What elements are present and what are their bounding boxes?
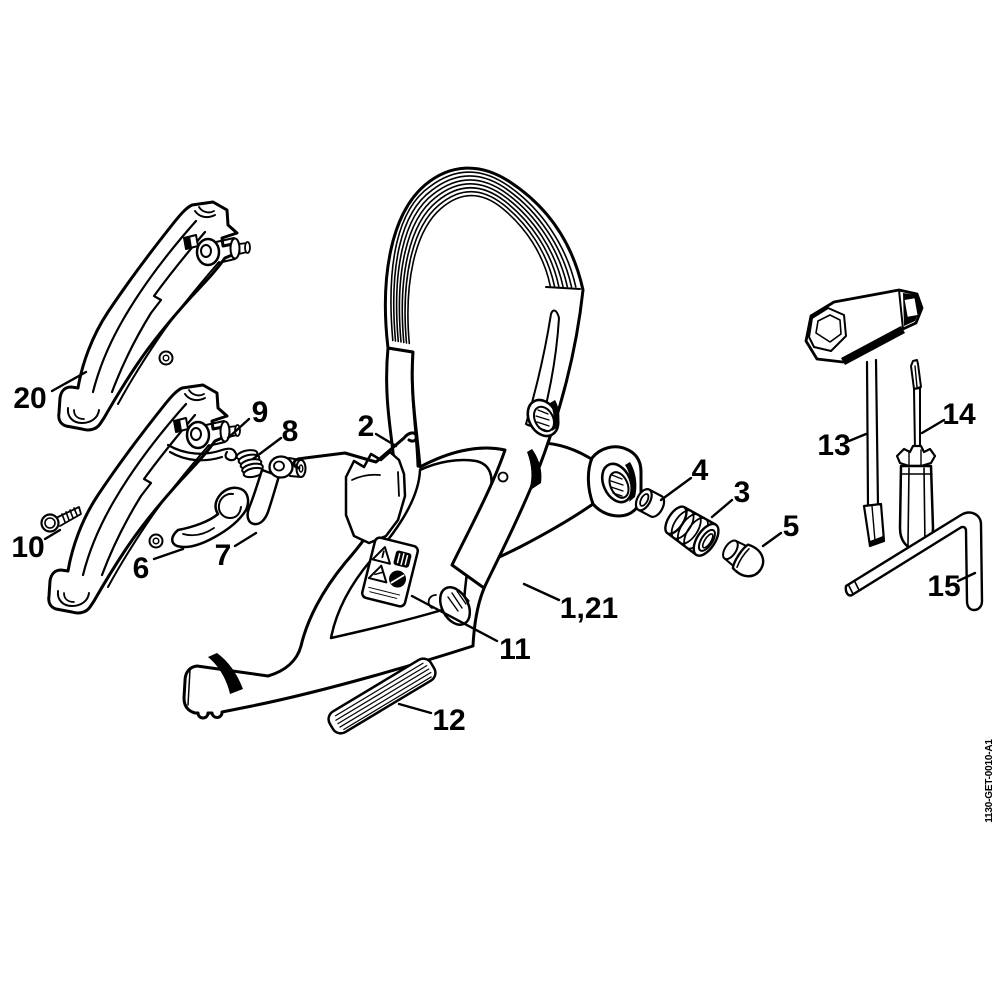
part-labels: 20 9 8 2 10 6 7 11 12 1,21 4 3 5 13 14 1…: [11, 382, 976, 737]
combination-wrench-icon: [804, 288, 924, 548]
label-10: 10: [11, 531, 44, 564]
label-5: 5: [783, 510, 800, 543]
label-15: 15: [927, 570, 960, 603]
screwdriver-icon: [895, 359, 937, 551]
label-8: 8: [282, 415, 299, 448]
label-14: 14: [942, 398, 976, 431]
grip-pad-icon: [327, 657, 437, 735]
label-4: 4: [692, 454, 709, 487]
label-9: 9: [252, 396, 269, 429]
label-12: 12: [432, 704, 465, 737]
label-20: 20: [13, 382, 46, 415]
hand-guard-lever-icon: [57, 200, 251, 432]
throttle-rod-icon: [292, 431, 418, 470]
label-7: 7: [215, 539, 232, 572]
leader-lines: [43, 370, 977, 715]
label-3: 3: [734, 476, 751, 509]
label-13: 13: [817, 429, 850, 462]
torx-key-icon: [844, 511, 984, 612]
bushing-icon: [634, 488, 666, 518]
document-code: 1130-GET-0010-A1: [984, 739, 995, 823]
grip-ribs-icon: [390, 171, 577, 345]
screw-icon: [40, 506, 82, 533]
throttle-trigger-icon: [171, 486, 250, 549]
annular-buffer-icon: [664, 505, 720, 557]
label-2: 2: [358, 410, 375, 443]
label-6: 6: [133, 552, 150, 585]
handle-frame-icon: [182, 166, 643, 720]
label-11: 11: [499, 633, 531, 666]
trigger-lever-icon: [246, 455, 307, 526]
warning-label-icon: [360, 536, 420, 608]
label-1-21: 1,21: [560, 592, 618, 625]
plug-icon: [722, 539, 765, 578]
